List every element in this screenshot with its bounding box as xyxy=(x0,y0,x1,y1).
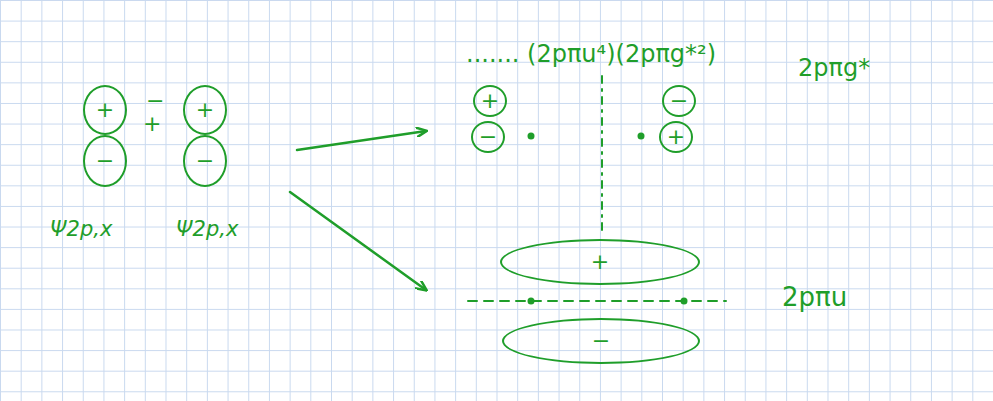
lobe: − xyxy=(83,135,127,187)
lobe-circle: + xyxy=(659,121,693,153)
nucleus-dot xyxy=(638,133,645,140)
lobe: + xyxy=(83,85,127,135)
pi-lobe: − xyxy=(502,318,700,364)
lobe: − xyxy=(183,135,227,187)
nucleus-dot xyxy=(528,298,535,305)
sign-text: − xyxy=(592,330,610,352)
sign-text: + xyxy=(196,99,214,121)
sign-text: − xyxy=(670,90,688,112)
lobe-circle: − xyxy=(662,85,696,117)
arrow xyxy=(297,131,426,150)
mo-label: 2pπu xyxy=(782,284,847,310)
sign-text: + xyxy=(481,90,499,112)
lobe-circle: + xyxy=(473,85,507,117)
sign-text: + xyxy=(667,126,685,148)
orbital-label: Ψ2p,x xyxy=(176,219,238,240)
configuration-label: ....... (2pπu⁴)(2pπg*²) xyxy=(466,42,716,66)
lobe: + xyxy=(183,85,227,135)
sign-label: − xyxy=(146,90,164,112)
arrow xyxy=(290,192,426,290)
nucleus-dot xyxy=(681,298,688,305)
sign-text: − xyxy=(196,150,214,172)
sign-text: + xyxy=(591,251,609,273)
pi-lobe: + xyxy=(500,239,700,285)
mo-label: 2pπg* xyxy=(798,56,870,80)
sign-text: + xyxy=(96,99,114,121)
orbital-label: Ψ2p,x xyxy=(50,219,112,240)
lobe-circle: − xyxy=(471,121,505,153)
sign-text: − xyxy=(96,150,114,172)
sign-label: + xyxy=(143,113,161,135)
sign-text: − xyxy=(479,126,497,148)
nucleus-dot xyxy=(528,133,535,140)
nodal-plane xyxy=(601,76,603,232)
